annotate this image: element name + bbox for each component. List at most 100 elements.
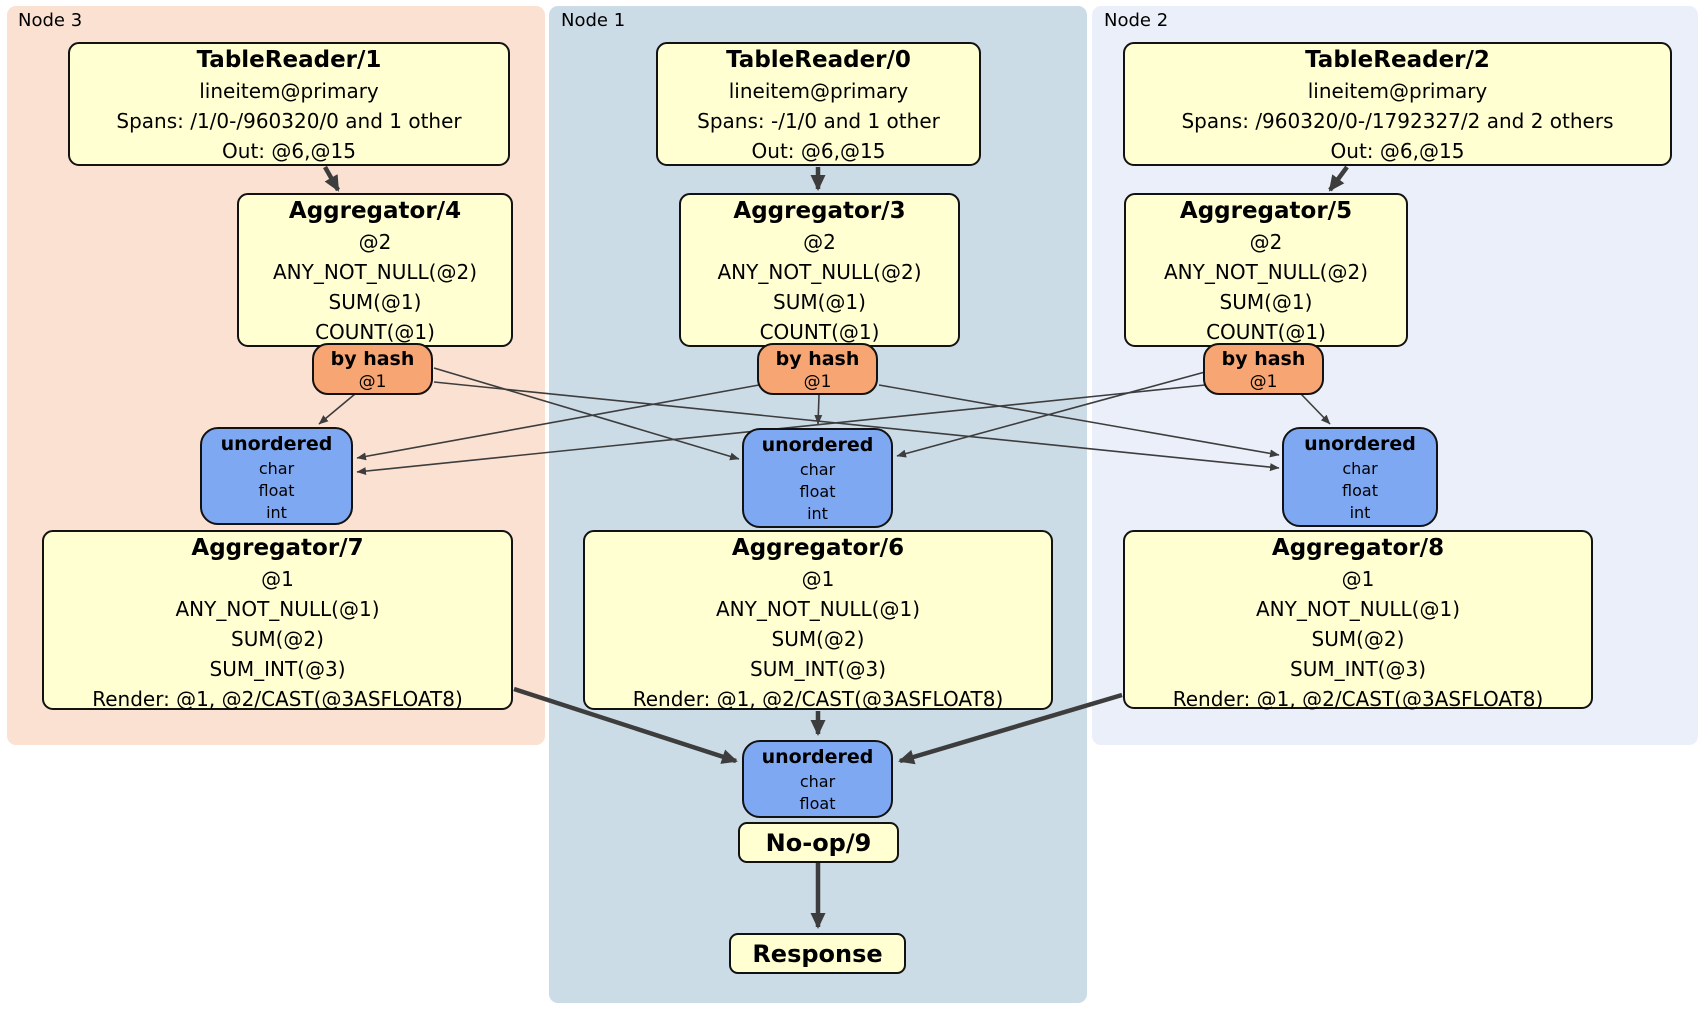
box-line: char [258,459,295,478]
box-line: Render: @1, @2/CAST(@3ASFLOAT8) [632,687,1004,711]
box-line: SUM(@2) [1311,627,1405,651]
box-title: by hash [1221,348,1306,370]
box-line: float [1342,481,1378,500]
box-title: unordered [761,434,874,456]
box-line: SUM_INT(@3) [1290,657,1426,681]
box-title: TableReader/2 [1305,47,1490,73]
box-title: by hash [775,348,860,370]
response-box: Response [729,933,906,974]
aggregator-4-box: Aggregator/4 @2 ANY_NOT_NULL(@2) SUM(@1)… [237,193,513,347]
box-line: char [1342,459,1378,478]
box-line: ANY_NOT_NULL(@1) [175,597,380,621]
box-line: ANY_NOT_NULL(@1) [716,597,920,621]
box-title: unordered [220,433,333,455]
box-line: @1 [1249,372,1278,392]
box-title: Aggregator/6 [731,535,905,561]
unordered-sync-node3: unordered char float int [200,427,353,525]
box-line: lineitem@primary [1307,79,1488,103]
box-title: Aggregator/7 [191,535,364,561]
edge-hash3-uno1 [433,367,740,461]
box-title: Aggregator/8 [1271,535,1445,561]
box-line: SUM_INT(@3) [750,657,886,681]
box-line: int [1349,503,1371,522]
box-line: @1 [261,567,294,591]
edge-agg8-unordered-final [898,692,1123,765]
box-line: ANY_NOT_NULL(@2) [717,260,922,284]
edge-hash1-uno1 [814,394,823,425]
box-line: Out: @6,@15 [222,139,356,163]
box-line: @1 [801,567,835,591]
tablereader-0-box: TableReader/0 lineitem@primary Spans: -/… [656,42,981,166]
hash-router-node1: by hash @1 [757,343,878,395]
box-line: int [266,503,287,522]
panel-label-node2: Node 2 [1104,10,1169,31]
box-line: Render: @1, @2/CAST(@3ASFLOAT8) [92,687,463,711]
unordered-sync-node2: unordered char float int [1282,427,1438,527]
box-line: SUM_INT(@3) [209,657,346,681]
box-line: @1 [803,372,832,392]
box-title: Aggregator/5 [1179,198,1353,224]
unordered-sync-final: unordered char float [742,740,893,818]
aggregator-7-box: Aggregator/7 @1 ANY_NOT_NULL(@1) SUM(@2)… [42,530,513,711]
box-title: Aggregator/4 [288,198,462,224]
box-title: No-op/9 [765,829,872,857]
box-line: COUNT(@1) [759,320,880,344]
tablereader-2-box: TableReader/2 lineitem@primary Spans: /9… [1123,42,1672,166]
box-title: by hash [330,348,415,370]
panel-label-node1: Node 1 [561,10,626,31]
edge-tr1-agg4 [323,165,340,192]
box-line: Render: @1, @2/CAST(@3ASFLOAT8) [1172,687,1544,711]
noop-9-box: No-op/9 [738,822,899,863]
box-line: char [799,460,836,479]
edge-hash1-uno3 [356,384,760,461]
box-title: TableReader/0 [726,47,911,73]
box-title: TableReader/1 [196,47,382,73]
box-line: COUNT(@1) [1206,320,1326,344]
box-title: unordered [761,746,874,768]
box-line: @2 [358,230,392,254]
box-line: SUM(@2) [771,627,865,651]
hash-router-node2: by hash @1 [1203,343,1324,395]
box-line: Spans: -/1/0 and 1 other [697,109,940,133]
box-line: SUM(@1) [328,290,422,314]
box-line: ANY_NOT_NULL(@2) [273,260,477,284]
box-line: float [799,482,836,501]
box-line: Out: @6,@15 [751,139,886,163]
box-line: COUNT(@1) [315,320,435,344]
box-title: Aggregator/3 [733,198,906,224]
edge-hash1-uno2 [878,384,1280,458]
edge-hash3-uno2 [433,381,1280,472]
box-line: float [258,481,295,500]
edge-hash2-uno1 [896,371,1206,458]
box-line: int [807,504,828,523]
box-line: SUM(@2) [231,627,324,651]
box-line: ANY_NOT_NULL(@2) [1164,260,1368,284]
box-line: @2 [1249,230,1283,254]
box-line: Spans: /1/0-/960320/0 and 1 other [116,109,462,133]
box-line: @1 [1341,567,1375,591]
tablereader-1-box: TableReader/1 lineitem@primary Spans: /1… [68,42,510,166]
box-title: Response [752,940,883,968]
box-line: lineitem@primary [728,79,909,103]
panel-label-node3: Node 3 [18,10,83,31]
edge-hash2-uno2 [1300,393,1331,425]
box-title: unordered [1304,433,1416,455]
box-line: Out: @6,@15 [1330,139,1465,163]
box-line: char [799,772,836,791]
aggregator-6-box: Aggregator/6 @1 ANY_NOT_NULL(@1) SUM(@2)… [583,530,1053,711]
box-line: SUM(@1) [773,290,866,314]
box-line: float [799,794,836,813]
box-line: @2 [803,230,836,254]
box-line: SUM(@1) [1219,290,1313,314]
edge-tr2-agg5 [1328,165,1349,192]
edge-hash3-uno3 [318,393,356,425]
box-line: ANY_NOT_NULL(@1) [1256,597,1460,621]
hash-router-node3: by hash @1 [312,343,433,395]
aggregator-5-box: Aggregator/5 @2 ANY_NOT_NULL(@2) SUM(@1)… [1124,193,1408,347]
box-line: lineitem@primary [199,79,379,103]
box-line: Spans: /960320/0-/1792327/2 and 2 others [1181,109,1614,133]
aggregator-3-box: Aggregator/3 @2 ANY_NOT_NULL(@2) SUM(@1)… [679,193,960,347]
unordered-sync-node1: unordered char float int [742,428,893,528]
